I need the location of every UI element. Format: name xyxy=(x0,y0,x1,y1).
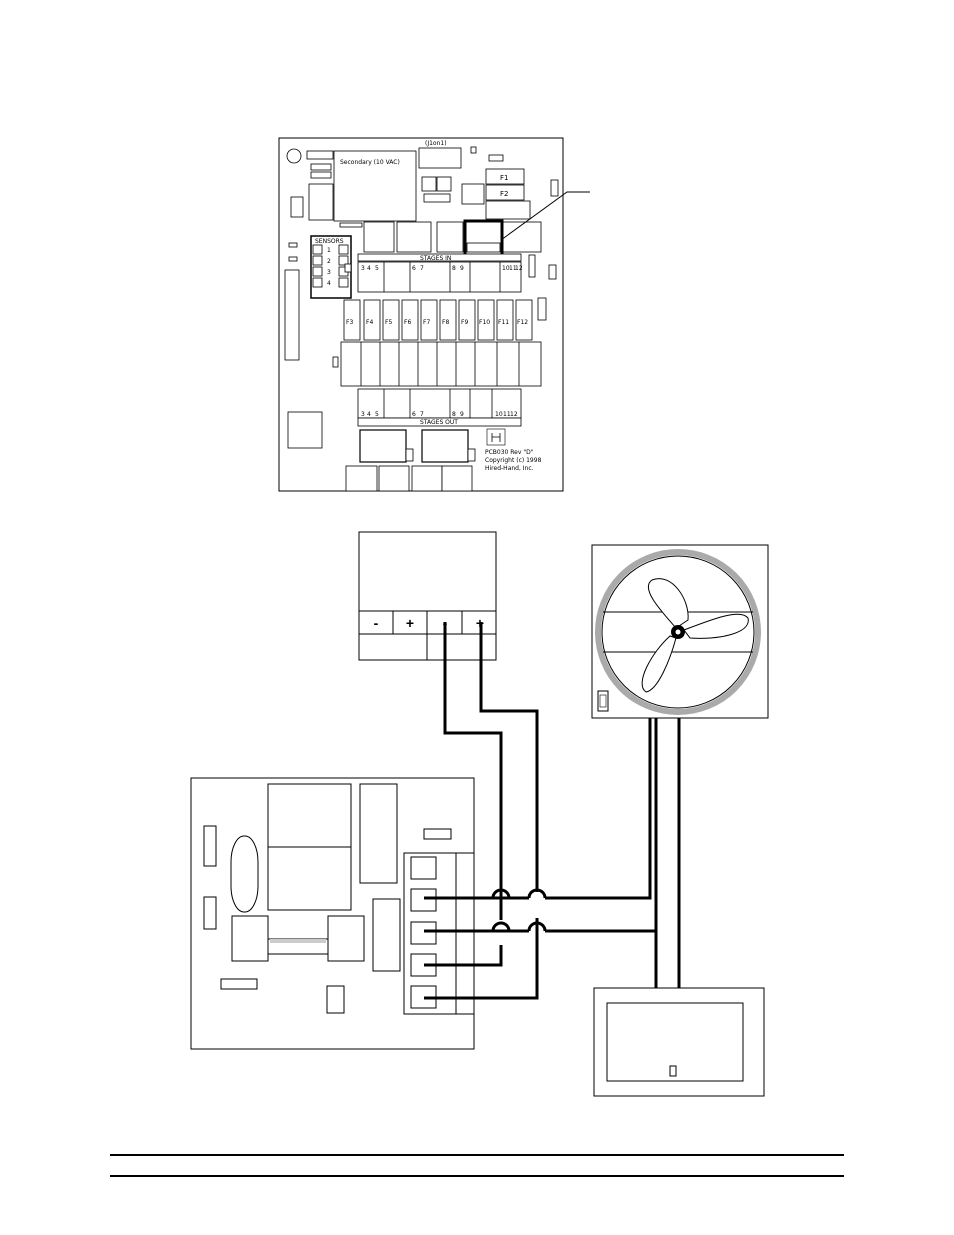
relay-row xyxy=(340,341,542,387)
fan-blades xyxy=(641,578,749,693)
fuse-f10-label: F10 xyxy=(479,319,490,326)
stage-in-4: 4 xyxy=(367,265,371,272)
wire-fan-to-display xyxy=(545,929,658,988)
fuse-f4-label: F4 xyxy=(366,319,373,326)
wiring xyxy=(424,622,681,1000)
stage-out-11: 11 xyxy=(503,411,511,418)
stage-fuse-row: F3 F4 F5 F6 F7 F8 F9 F10 F11 F12 xyxy=(343,299,533,341)
wire-hop-4 xyxy=(527,921,547,932)
sensor-4-label: 4 xyxy=(327,280,331,287)
wire-hop-2 xyxy=(527,888,547,899)
company-logo xyxy=(486,428,506,446)
fuse-f11-label: F11 xyxy=(498,319,509,326)
sensors-label: SENSORS xyxy=(315,238,344,245)
display-box xyxy=(593,987,765,1097)
stage-in-7: 7 xyxy=(420,265,424,272)
stage-out-4: 4 xyxy=(367,411,371,418)
wire-hop-1 xyxy=(491,888,511,899)
wire-fan-left xyxy=(545,718,652,900)
stage-in-5: 5 xyxy=(375,265,379,272)
stages-out-strip: 3 4 5 6 7 8 9 10 11 12 STAGES OUT xyxy=(357,388,522,427)
fuse-f2-label: F2 xyxy=(500,190,508,198)
stages-in-label: STAGES IN xyxy=(420,255,451,262)
sensor-1-label: 1 xyxy=(327,247,331,254)
fuse-f2: F2 xyxy=(485,184,525,201)
wire-plus-to-controller xyxy=(424,918,539,1000)
fuse-f3-label: F3 xyxy=(346,319,353,326)
wire-hop-3 xyxy=(491,921,511,932)
controller-board xyxy=(190,777,475,1050)
stage-out-5: 5 xyxy=(375,411,379,418)
fuse-f1: F1 xyxy=(485,168,525,185)
stages-out-label: STAGES OUT xyxy=(420,419,458,426)
stage-in-12: 12 xyxy=(515,265,523,272)
callout-leader xyxy=(500,191,590,241)
stage-in-9: 9 xyxy=(460,265,464,272)
highlighted-connector xyxy=(463,219,504,260)
sensor-3-label: 3 xyxy=(327,269,331,276)
transformer: Secondary (10 VAC) xyxy=(333,150,417,222)
fan-unit xyxy=(591,544,769,719)
stage-in-8: 8 xyxy=(452,265,456,272)
stage-in-11: 11 xyxy=(509,265,517,272)
stages-in-strip: STAGES IN 3 4 5 6 7 8 9 10 11 12 xyxy=(357,253,523,293)
stage-out-3: 3 xyxy=(361,411,365,418)
stage-out-10: 10 xyxy=(495,411,503,418)
stage-in-10: 10 xyxy=(502,265,510,272)
fuse-f8-label: F8 xyxy=(442,319,449,326)
sensor-block: SENSORS 1 2 3 4 xyxy=(310,235,352,299)
main-control-board: Secondary (10 VAC) (J1on1) F1 F2 xyxy=(278,137,590,492)
wire-terminal-plus xyxy=(479,622,539,892)
fuse-f7-label: F7 xyxy=(423,319,430,326)
fuse-f12-label: F12 xyxy=(517,319,528,326)
wire-terminal-minus xyxy=(443,622,503,920)
stage-out-7: 7 xyxy=(420,411,424,418)
stage-out-12: 12 xyxy=(510,411,518,418)
fuse-f5-label: F5 xyxy=(385,319,392,326)
controller-terminal-strip xyxy=(403,852,475,1015)
sensor-2-label: 2 xyxy=(327,258,331,265)
terminal-2-label: + xyxy=(406,615,414,631)
terminal-box: - + - + xyxy=(358,531,497,661)
fuse-f1-label: F1 xyxy=(500,174,508,182)
board-company: Hired-Hand, Inc. xyxy=(485,465,534,472)
fuse-f6-label: F6 xyxy=(404,319,411,326)
stage-out-8: 8 xyxy=(452,411,456,418)
fuse-f9-label: F9 xyxy=(461,319,468,326)
stage-in-3: 3 xyxy=(361,265,365,272)
board-copyright: Copyright (c) 1998 xyxy=(485,457,542,464)
stage-out-9: 9 xyxy=(460,411,464,418)
stage-out-6: 6 xyxy=(412,411,416,418)
board-id: PCB030 Rev "D" xyxy=(485,449,534,456)
transformer-label: Secondary (10 VAC) xyxy=(340,159,400,166)
terminal-1-label: - xyxy=(374,615,379,631)
stage-in-6: 6 xyxy=(412,265,416,272)
board-top-label: (J1on1) xyxy=(425,140,447,147)
wire-minus-to-controller xyxy=(424,945,503,967)
